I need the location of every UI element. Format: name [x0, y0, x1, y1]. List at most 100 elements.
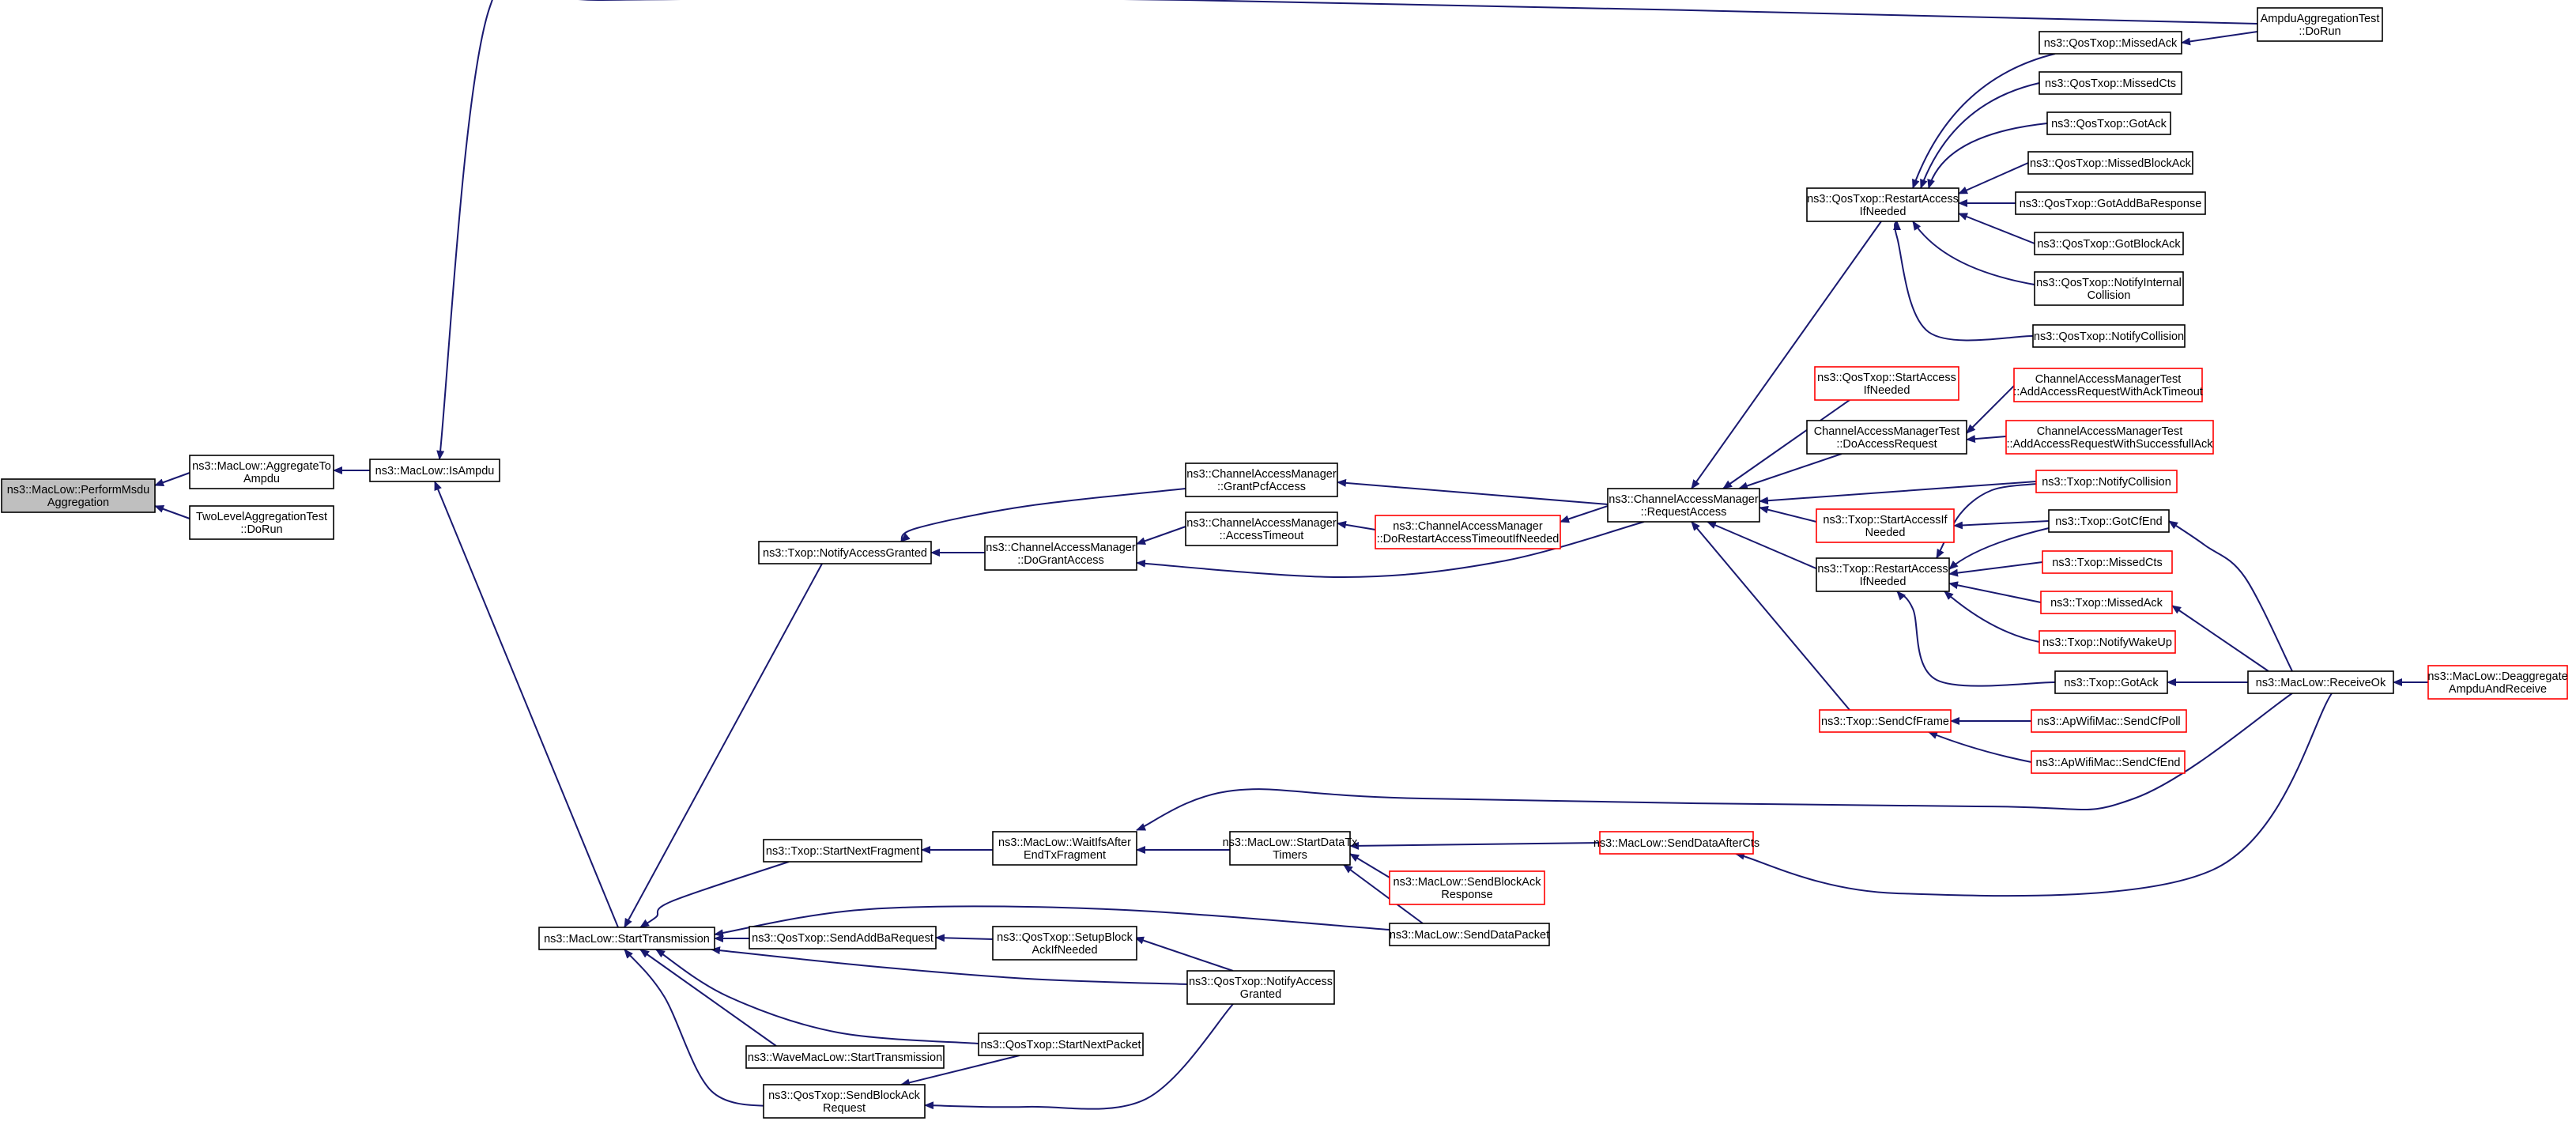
graph-node-n37[interactable]: ns3::QosTxop::NotifyCollision [2032, 324, 2186, 348]
graph-node-n3[interactable]: ns3::MacLow::IsAmpdu [369, 459, 500, 482]
graph-node-box [2031, 709, 2187, 733]
call-edge-n15-to-n11 [1337, 478, 1609, 505]
graph-node-n29[interactable]: ns3::Txop::SendCfFrame [1819, 709, 1952, 733]
call-edge-n28-to-n15 [1707, 521, 1819, 570]
graph-node-box [2048, 509, 2170, 533]
graph-node-label: Ampdu [243, 473, 280, 485]
graph-node-n47[interactable]: ns3::ApWifiMac::SendCfEnd [2031, 750, 2186, 774]
graph-node-box [1816, 557, 1950, 592]
call-edges [154, 0, 2428, 1110]
graph-node-label: ns3::MacLow::WaitIfsAfter [998, 836, 1131, 849]
graph-node-n7[interactable]: ns3::Txop::StartNextFragment [763, 839, 922, 863]
graph-node-n20[interactable]: ns3::QosTxop::StartNextPacket [978, 1033, 1144, 1056]
graph-node-n35[interactable]: ns3::QosTxop::GotBlockAck [2034, 232, 2184, 255]
graph-node-box [2042, 550, 2173, 574]
graph-node-label: ::DoRun [240, 523, 282, 536]
call-edge-n33-to-n24 [1958, 162, 2029, 194]
graph-node-box [978, 1033, 1144, 1056]
graph-node-box [1185, 462, 1338, 497]
call-edge-n1-to-n0 [154, 472, 190, 486]
call-edge-n18-to-n8 [935, 934, 994, 942]
graph-node-n38[interactable]: ChannelAccessManagerTest::AddAccessReque… [2013, 368, 2203, 402]
call-edge-n14-to-n13 [1337, 520, 1376, 530]
call-edge-n9-to-n5 [639, 949, 777, 1047]
graph-node-n6[interactable]: ns3::Txop::NotifyAccessGranted [758, 541, 932, 564]
graph-node-n45[interactable]: ns3::Txop::GotAck [2054, 670, 2168, 694]
graph-node-n30[interactable]: ns3::QosTxop::MissedAck [2039, 31, 2182, 55]
graph-node-label: ns3::QosTxop::MissedBlockAck [2030, 157, 2192, 170]
graph-node-label: ns3::QosTxop::GotBlockAck [2037, 238, 2181, 251]
graph-node-n15[interactable]: ns3::ChannelAccessManager::RequestAccess [1607, 488, 1760, 523]
graph-node-n5[interactable]: ns3::MacLow::StartTransmission [538, 927, 715, 950]
graph-node-label: AmpduAggregationTest [2261, 13, 2380, 25]
graph-node-box [538, 927, 715, 950]
graph-node-n46[interactable]: ns3::ApWifiMac::SendCfPoll [2031, 709, 2187, 733]
call-edge-n38-to-n26 [1966, 385, 2015, 434]
graph-node-n31[interactable]: ns3::QosTxop::MissedCts [2039, 71, 2182, 95]
graph-node-n19[interactable]: ns3::QosTxop::NotifyAccessGranted [1186, 970, 1335, 1005]
graph-node-n40[interactable]: ns3::Txop::NotifyCollision [2035, 470, 2178, 493]
graph-node-box [2034, 232, 2184, 255]
graph-node-n14[interactable]: ns3::ChannelAccessManager::DoRestartAcce… [1375, 515, 1561, 549]
graph-node-box [2427, 665, 2568, 700]
graph-node-label: ns3::Txop::GotAck [2064, 677, 2159, 689]
graph-node-n22[interactable]: ns3::MacLow::SendDataPacket [1389, 923, 1550, 946]
graph-node-label: ns3::ApWifiMac::SendCfPoll [2037, 715, 2180, 728]
graph-node-n23[interactable]: ns3::MacLow::SendDataAfterCts [1593, 831, 1759, 855]
call-edge-n48-to-n41 [2168, 520, 2293, 672]
graph-node-label: ::AddAccessRequestWithSuccessfullAck [2006, 438, 2213, 451]
graph-node-label: ns3::MacLow::StartTransmission [544, 933, 710, 946]
graph-node-n8[interactable]: ns3::QosTxop::SendAddBaRequest [749, 926, 937, 949]
graph-node-box [2035, 470, 2178, 493]
graph-node-n42[interactable]: ns3::Txop::MissedCts [2042, 550, 2173, 574]
graph-node-n26[interactable]: ChannelAccessManagerTest::DoAccessReques… [1806, 420, 1967, 455]
graph-node-label: ns3::Txop::MissedCts [2052, 557, 2162, 569]
call-edge-n24-to-n15 [1691, 221, 1882, 489]
graph-node-box [1185, 512, 1338, 546]
graph-node-n34[interactable]: ns3::QosTxop::GotAddBaResponse [2015, 191, 2206, 215]
graph-node-n11[interactable]: ns3::ChannelAccessManager::GrantPcfAcces… [1185, 462, 1338, 497]
graph-node-box [1375, 515, 1561, 549]
graph-node-n33[interactable]: ns3::QosTxop::MissedBlockAck [2027, 151, 2193, 175]
graph-node-n9[interactable]: ns3::WaveMacLow::StartTransmission [745, 1045, 945, 1069]
graph-node-n12[interactable]: ns3::ChannelAccessManager::DoGrantAccess [984, 536, 1137, 571]
graph-node-n39[interactable]: ChannelAccessManagerTest::AddAccessReque… [2005, 420, 2214, 455]
graph-node-n48[interactable]: ns3::MacLow::ReceiveOk [2247, 670, 2394, 694]
graph-node-label: ns3::MacLow::SendBlockAck [1394, 876, 1542, 889]
graph-node-box [1186, 970, 1335, 1005]
graph-node-n13[interactable]: ns3::ChannelAccessManager::AccessTimeout [1185, 512, 1338, 546]
graph-node-n32[interactable]: ns3::QosTxop::GotAck [2046, 111, 2171, 135]
graph-node-label: Aggregation [47, 496, 109, 509]
graph-node-label: ns3::ChannelAccessManager [1186, 468, 1337, 481]
graph-node-box [1599, 831, 1754, 855]
graph-node-label: ns3::MacLow::SendDataPacket [1390, 929, 1549, 942]
call-edge-n41-to-n27 [1953, 520, 2050, 530]
graph-node-n2[interactable]: TwoLevelAggregationTest::DoRun [189, 505, 334, 540]
call-edge-n36-to-n24 [1912, 221, 2035, 285]
graph-node-n43[interactable]: ns3::Txop::MissedAck [2040, 591, 2173, 614]
graph-node-box [749, 926, 937, 949]
graph-node-box [2054, 670, 2168, 694]
graph-node-label: IfNeeded [1864, 384, 1910, 397]
graph-node-label: ns3::ChannelAccessManager [1609, 493, 1759, 506]
graph-node-label: ns3::Txop::MissedAck [2050, 597, 2163, 610]
graph-node-box [2013, 368, 2203, 402]
graph-node-n44[interactable]: ns3::Txop::NotifyWakeUp [2039, 630, 2176, 654]
graph-node-box [1806, 187, 1959, 222]
graph-node-n4[interactable]: AmpduAggregationTest::DoRun [2257, 7, 2383, 42]
graph-node-n41[interactable]: ns3::Txop::GotCfEnd [2048, 509, 2170, 533]
call-edge-n44-to-n28 [1944, 591, 2040, 643]
